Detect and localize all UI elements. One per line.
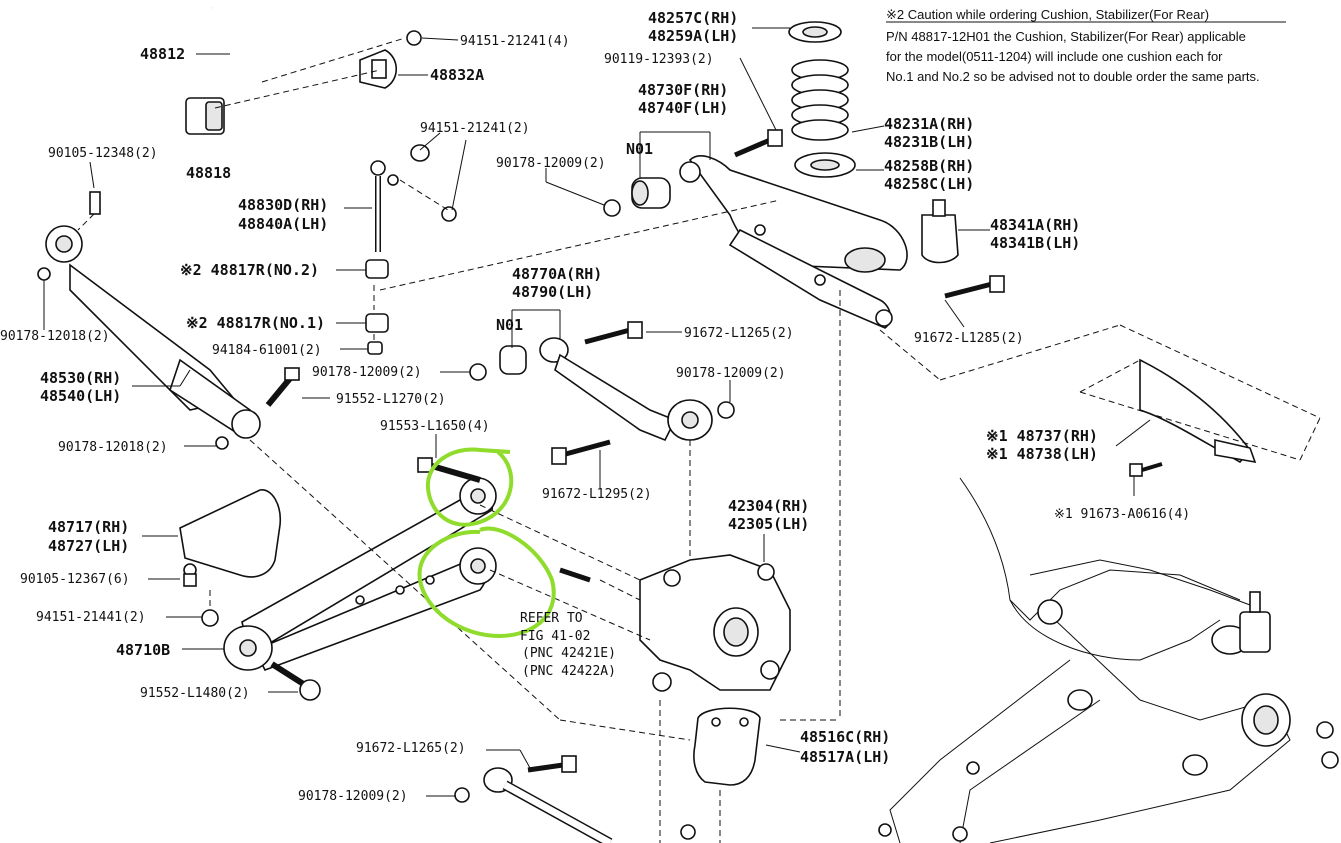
label-48740f: 48740F(LH) [638, 99, 728, 117]
label-94151-21441: 94151-21441(2) [36, 610, 146, 625]
highlight-circles [417, 447, 556, 639]
label-refer-line1: REFER TO [520, 611, 583, 626]
label-94151-21241-top: 94151-21241(4) [460, 34, 570, 49]
coil-spring [788, 21, 856, 178]
label-42305: 42305(LH) [728, 515, 809, 533]
label-91672-l1265-top: 91672-L1265(2) [684, 326, 794, 341]
caution-line-1: P/N 48817-12H01 the Cushion, Stabilizer(… [886, 29, 1246, 44]
caution-note: ※2 Caution while ordering Cushion, Stabi… [886, 7, 1286, 84]
label-48259a: 48259A(LH) [648, 27, 738, 45]
label-91672-l1295: 91672-L1295(2) [542, 487, 652, 502]
bolt-91672-l1295 [551, 439, 611, 465]
label-90178-12009-right: 90178-12009(2) [676, 366, 786, 381]
nut-90178-12009-right [717, 401, 735, 419]
label-48738: ※1 48738(LH) [986, 445, 1098, 463]
label-48817r-no1: ※2 48817R(NO.1) [186, 314, 325, 332]
label-90178-12009-bot: 90178-12009(2) [298, 789, 408, 804]
label-48790: 48790(LH) [512, 283, 593, 301]
cover-48737 [1129, 358, 1257, 477]
label-91552-l1480: 91552-L1480(2) [140, 686, 250, 701]
label-91672-l1285: 91672-L1285(2) [914, 331, 1024, 346]
label-90178-12018-top: 90178-12018(2) [0, 329, 110, 344]
stabilizer-bracket [359, 49, 398, 89]
bushing-n01-mid [499, 345, 527, 375]
bolt-91552-l1270 [265, 367, 300, 407]
label-48830d: 48830D(RH) [238, 196, 328, 214]
label-48517a: 48517A(LH) [800, 748, 890, 766]
bump-stopper-48341 [921, 199, 959, 264]
label-42304: 42304(RH) [728, 497, 809, 515]
label-48231b: 48231B(LH) [884, 133, 974, 151]
label-94151-21241-mid: 94151-21241(2) [420, 121, 530, 136]
bracket-48717 [179, 489, 282, 587]
label-refer-line4: (PNC 42422A) [522, 664, 616, 679]
label-91552-l1270: 91552-L1270(2) [336, 392, 446, 407]
stabilizer-link [370, 160, 399, 252]
label-48341b: 48341B(LH) [990, 234, 1080, 252]
bolt-90119-12393 [734, 129, 783, 158]
bracket-48516c [693, 707, 761, 786]
label-48258c: 48258C(LH) [884, 175, 974, 193]
nut-icons-top [89, 30, 457, 222]
shock-absorber [37, 225, 261, 450]
label-90105-12367: 90105-12367(6) [20, 572, 130, 587]
label-48817r-no2: ※2 48817R(NO.2) [180, 261, 319, 279]
label-n01-mid: N01 [496, 316, 523, 334]
label-48710b: 48710B [116, 641, 170, 659]
label-48257c: 48257C(RH) [648, 9, 738, 27]
label-48258b: 48258B(RH) [884, 157, 974, 175]
label-90178-12018-bot: 90178-12018(2) [58, 440, 168, 455]
control-arm-48770a [539, 337, 713, 442]
bolt-91672-l1265-top [584, 321, 643, 345]
lower-rod-bottom [454, 755, 696, 843]
label-48737: ※1 48737(RH) [986, 427, 1098, 445]
label-90119-12393: 90119-12393(2) [604, 52, 714, 67]
label-48818: 48818 [186, 164, 231, 182]
stabilizer-bar [209, 3, 432, 165]
label-48832a: 48832A [430, 66, 484, 84]
caution-line-3: No.1 and No.2 so be advised not to doubl… [886, 69, 1260, 84]
bolt-91672-l1285 [944, 275, 1005, 299]
assembled-suspension-view [878, 477, 1339, 843]
label-refer-line2: FIG 41-02 [520, 629, 590, 644]
caution-title: ※2 Caution while ordering Cushion, Stabi… [886, 7, 1209, 22]
upper-arm-48730f [679, 155, 908, 329]
stabilizer-cushions [365, 259, 389, 355]
stabilizer-bushing [185, 97, 225, 135]
part-labels: 48812 94151-21241(4) 48832A 48818 94151-… [0, 9, 1190, 804]
label-48231a: 48231A(RH) [884, 115, 974, 133]
caution-line-2: for the model(0511-1204) will include on… [886, 49, 1223, 64]
label-48770a: 48770A(RH) [512, 265, 602, 283]
leader-lines [43, 27, 1151, 797]
label-90178-12009-top: 90178-12009(2) [496, 156, 606, 171]
label-48727: 48727(LH) [48, 537, 129, 555]
lower-arm-48710b [223, 477, 497, 672]
label-91553-l1650: 91553-L1650(4) [380, 419, 490, 434]
label-48530: 48530(RH) [40, 369, 121, 387]
label-91673-a0616: ※1 91673-A0616(4) [1054, 507, 1190, 522]
nut-90178-12009-top [603, 199, 621, 217]
nut-94151-21441 [201, 609, 219, 627]
label-48341a: 48341A(RH) [990, 216, 1080, 234]
label-48516c: 48516C(RH) [800, 728, 890, 746]
label-90105-12348: 90105-12348(2) [48, 146, 158, 161]
label-48540: 48540(LH) [40, 387, 121, 405]
label-90178-12009-left: 90178-12009(2) [312, 365, 422, 380]
label-n01-top: N01 [626, 140, 653, 158]
bushing-n01-top [631, 177, 671, 209]
label-94184-61001: 94184-61001(2) [212, 343, 322, 358]
knuckle-42304 [639, 554, 791, 692]
label-48840a: 48840A(LH) [238, 215, 328, 233]
label-48717: 48717(RH) [48, 518, 129, 536]
label-91672-l1265-bot: 91672-L1265(2) [356, 741, 466, 756]
label-refer-line3: (PNC 42421E) [522, 646, 616, 661]
bolt-91552-l1480 [270, 661, 321, 701]
bolt-91553 [417, 457, 591, 583]
label-48812: 48812 [140, 45, 185, 63]
label-48730f: 48730F(RH) [638, 81, 728, 99]
dashed-assembly-lines [43, 37, 1321, 843]
nut-90178-12009-left [469, 363, 487, 381]
